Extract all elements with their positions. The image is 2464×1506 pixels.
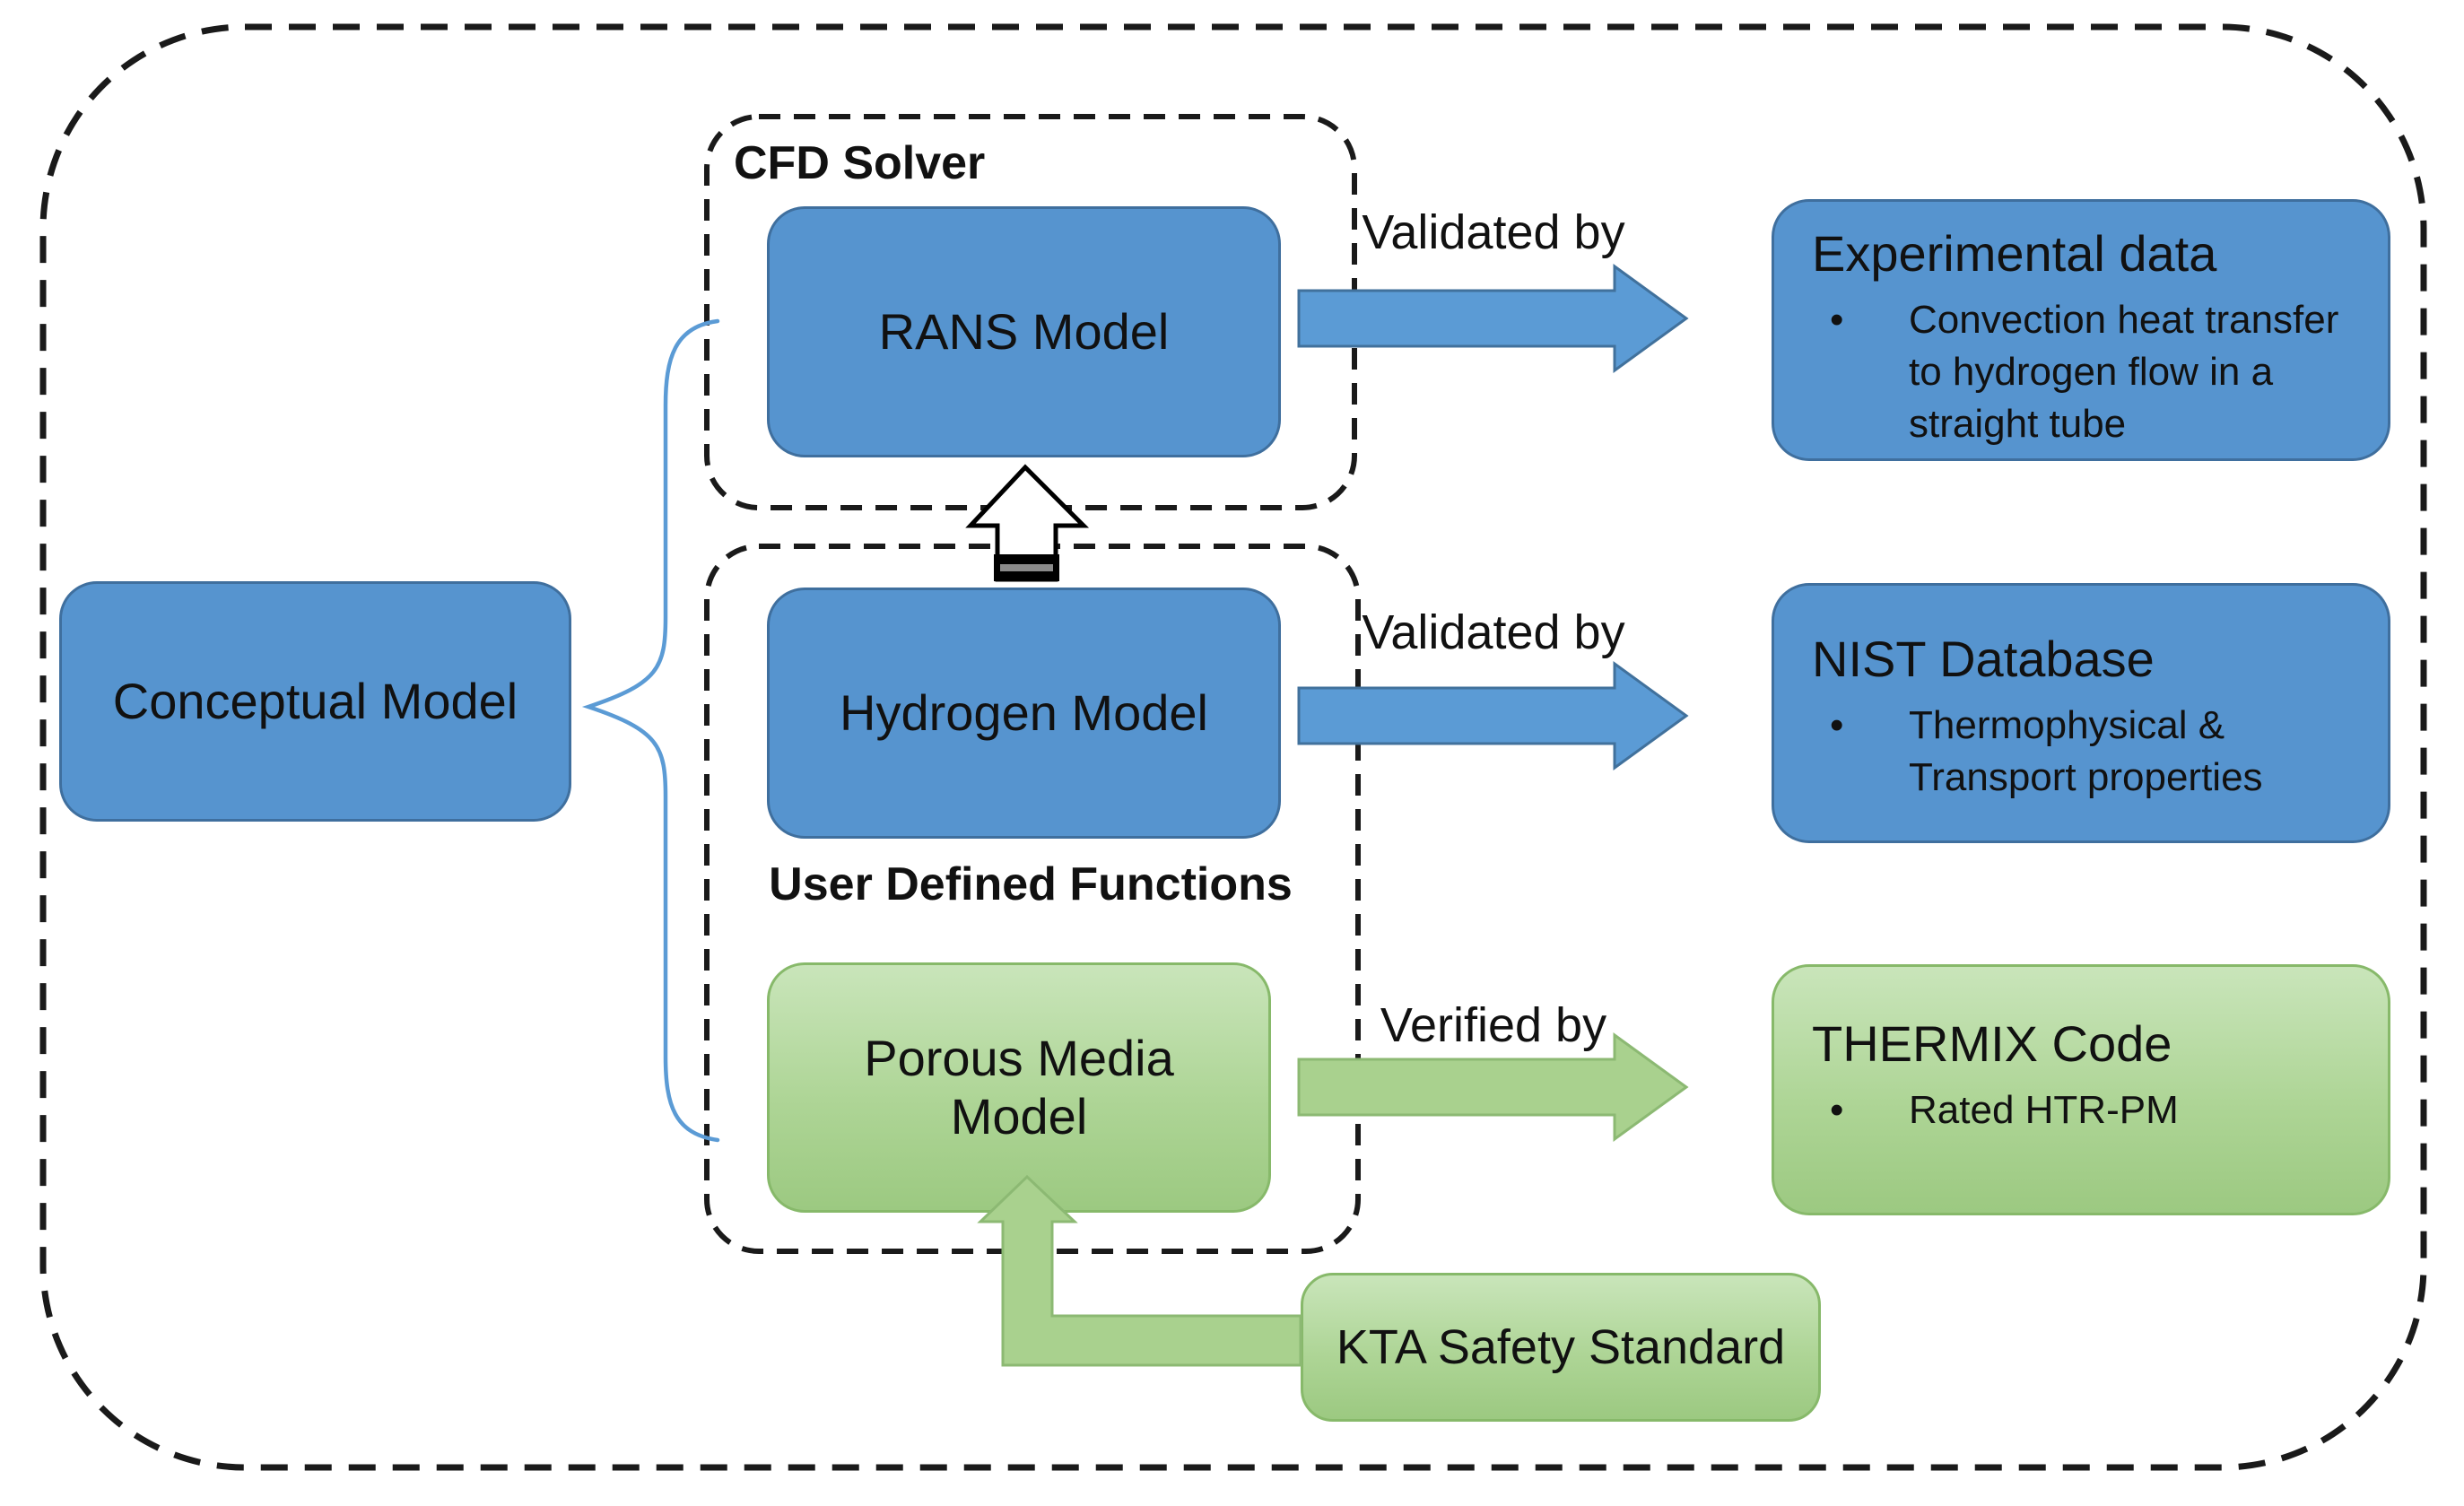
validated-by-label-2: Validated by xyxy=(1362,605,1625,659)
up-arrow-icon xyxy=(965,464,1090,582)
rans-model-box: RANS Model xyxy=(767,206,1281,457)
bullet-icon: • xyxy=(1830,1088,1844,1133)
conceptual-model-label: Conceptual Model xyxy=(112,672,518,729)
nist-database-box: NIST Database • Thermophysical & Transpo… xyxy=(1772,583,2390,843)
brace-icon xyxy=(581,318,720,1143)
cfd-solver-group-label: CFD Solver xyxy=(734,137,986,189)
up-arrow-base-stripe xyxy=(1000,564,1053,571)
validated-arrow-icon-1 xyxy=(1297,264,1689,373)
porous-media-model-box: Porous Media Model xyxy=(767,962,1271,1213)
validated-arrow-icon-2 xyxy=(1297,661,1689,770)
bullet-icon: • xyxy=(1830,703,1844,748)
hydrogen-model-label: Hydrogen Model xyxy=(840,683,1208,741)
thermix-code-title: THERMIX Code xyxy=(1812,1015,2172,1072)
kta-safety-standard-label: KTA Safety Standard xyxy=(1336,1319,1786,1374)
nist-database-bullet-text: Thermophysical & Transport properties xyxy=(1909,703,2263,800)
thermix-code-bullet-text: Rated HTR-PM xyxy=(1909,1088,2179,1133)
validated-by-label-1: Validated by xyxy=(1362,205,1625,259)
up-arrow-base xyxy=(994,554,1059,581)
conceptual-model-box: Conceptual Model xyxy=(59,581,571,822)
nist-database-bullet: • Thermophysical & Transport properties xyxy=(1812,700,2361,804)
porous-media-model-label: Porous Media Model xyxy=(864,1030,1174,1145)
kta-safety-standard-box: KTA Safety Standard xyxy=(1301,1273,1821,1422)
nist-database-title: NIST Database xyxy=(1812,631,2155,687)
experimental-data-bullet: • Convection heat transfer to hydrogen f… xyxy=(1812,294,2361,450)
thermix-code-box: THERMIX Code • Rated HTR-PM xyxy=(1772,964,2390,1215)
experimental-data-bullet-text: Convection heat transfer to hydrogen flo… xyxy=(1909,298,2339,447)
thermix-code-bullet: • Rated HTR-PM xyxy=(1812,1084,2361,1136)
experimental-data-title: Experimental data xyxy=(1812,225,2217,282)
udf-group-label: User Defined Functions xyxy=(769,858,1293,910)
experimental-data-box: Experimental data • Convection heat tran… xyxy=(1772,199,2390,461)
verified-by-label: Verified by xyxy=(1380,998,1607,1052)
hydrogen-model-box: Hydrogen Model xyxy=(767,588,1281,839)
bullet-icon: • xyxy=(1830,298,1844,343)
rans-model-label: RANS Model xyxy=(878,302,1170,360)
